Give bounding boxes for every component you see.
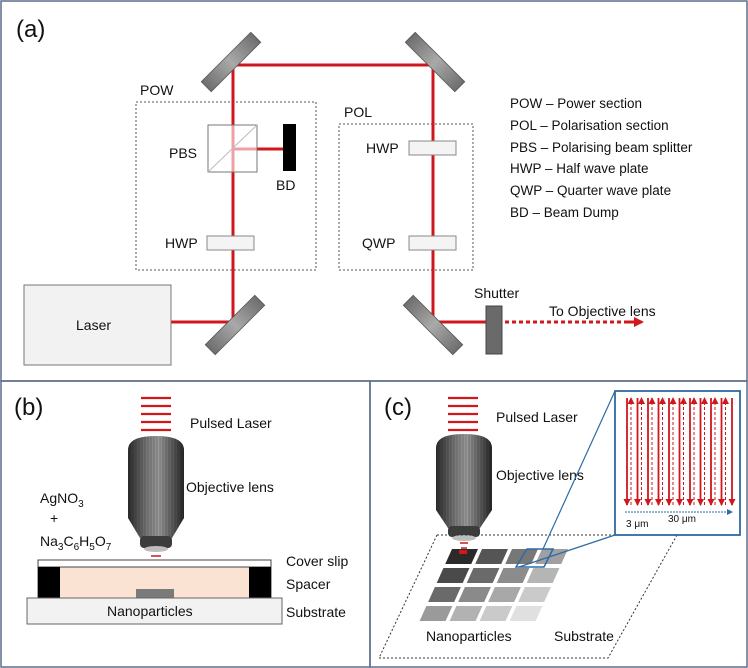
pow-label: POW [140,82,174,98]
cover-slip-label: Cover slip [286,553,348,569]
hwp-pow-plate [206,235,255,251]
hwp-pow-label: HWP [165,235,198,251]
beam-dump [283,124,296,171]
solution-line-3: Na3C6H5O7 [40,533,112,553]
objective-lens-label-c: Objective lens [496,467,584,483]
substrate-b [26,597,283,625]
nanoparticle-cell [479,606,513,621]
spacer-left [38,567,60,598]
scan-inset [614,390,741,536]
qwp-label: QWP [362,235,395,251]
zoom-line-bottom [518,534,616,568]
pow-section-box [135,101,317,271]
nanoparticle-grid [419,549,568,621]
pbs-diagonal [207,124,258,173]
nanoparticle-cell [509,606,543,621]
panel-a-label: (a) [16,16,45,43]
pol-label: POL [344,104,372,120]
legend-item: POL – Polarisation section [510,118,669,133]
nanoparticle-cell [475,549,508,564]
nanoparticle-cell [488,587,521,602]
nanoparticle-cell [428,587,461,602]
nanoparticle-cell [436,568,470,583]
hwp-pol-label: HWP [366,140,399,156]
nanoparticle-cell [466,568,500,583]
nanoparticle-cell [449,606,483,621]
shutter-label: Shutter [474,285,519,301]
scan-raster [623,397,736,506]
output-label: To Objective lens [549,303,656,319]
cover-slip [37,559,272,568]
solution-line-1: AgNO3 [40,490,84,510]
objective-lens-c [436,434,492,541]
scan-small-label: 3 μm [626,519,648,530]
legend-item: PBS – Polarising beam splitter [510,140,693,155]
substrate-label-b: Substrate [286,604,346,620]
substrate-label-c: Substrate [554,628,614,644]
legend-item: QWP – Quarter wave plate [510,183,671,198]
focus-dashes-c [460,542,468,549]
nanoparticle-cell [445,549,478,564]
panel-c-label: (c) [384,394,412,421]
substrate-plane-c [378,534,678,659]
laser-beam-path [171,63,487,324]
legend-item: HWP – Half wave plate [510,161,649,176]
spacer-label: Spacer [286,576,331,592]
pulsed-laser-label-b: Pulsed Laser [190,415,272,431]
objective-lens-label-b: Objective lens [186,479,274,495]
zoom-line-top [542,390,616,550]
nanoparticle-cell [458,587,491,602]
laser-label: Laser [76,317,111,333]
pbs-label: PBS [169,145,197,161]
mirror-top-right [404,31,466,93]
pulsed-laser-label-c: Pulsed Laser [496,409,578,425]
nanoparticle-film-b [136,589,174,598]
legend-item: BD – Beam Dump [510,205,619,220]
laser-box [23,284,172,366]
nanoparticle-cell [419,606,453,621]
solution-line-2: + [50,510,58,526]
scan-large-label: 30 μm [668,514,696,525]
legend-item: POW – Power section [510,96,642,111]
mirror-bottom-right [402,294,464,356]
nanoparticle-cell [526,568,560,583]
legend: POW – Power section POL – Polarisation s… [510,96,693,220]
nanoparticle-cell [496,568,530,583]
pulsed-laser-lines-c [448,396,478,432]
nanoparticles-label-b: Nanoparticles [107,603,193,619]
shutter-block [485,305,503,355]
qwp-plate [408,235,457,251]
spacer-right [249,567,271,598]
panel-b-label: (b) [14,394,43,421]
bd-label: BD [276,177,295,193]
laser-spot [459,550,467,554]
pulsed-laser-lines-b [141,396,171,432]
objective-lens-b [128,436,184,552]
nanoparticles-label-c: Nanoparticles [426,628,512,644]
panel-c-frame [369,380,748,668]
zoom-highlight [514,548,555,568]
mirror-top-left [200,31,262,93]
mirror-bottom-left [204,294,266,356]
nanoparticle-cell [518,587,551,602]
hwp-pol-plate [408,140,457,156]
